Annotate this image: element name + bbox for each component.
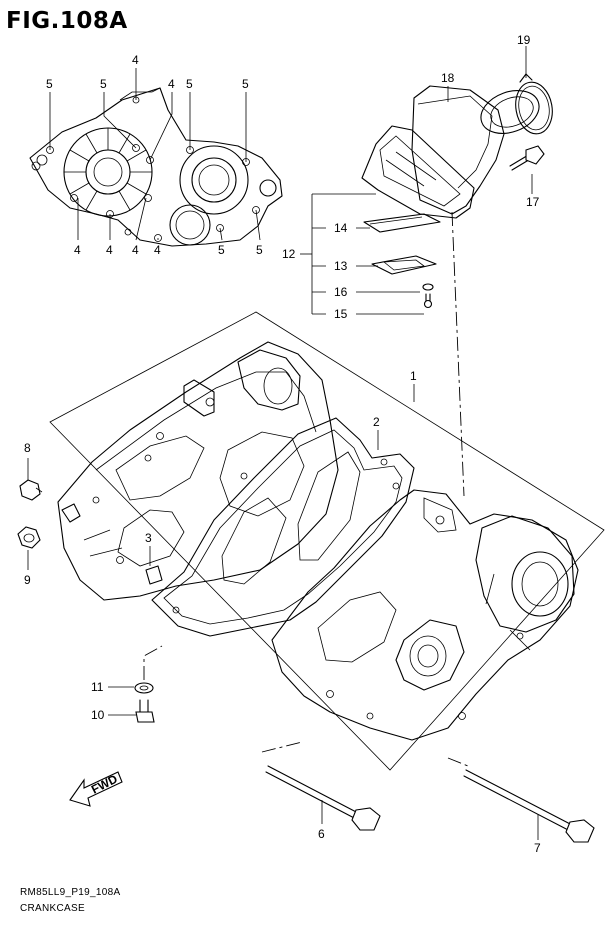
callout-4-bottom-2: 4	[106, 243, 113, 257]
assembly-centerline-intake	[451, 211, 465, 497]
callout-2: 2	[373, 415, 380, 429]
crankcase-right-half	[271, 489, 579, 741]
callout-16: 16	[334, 285, 348, 299]
callout-4-top: 4	[132, 53, 139, 67]
callout-15: 15	[334, 307, 348, 321]
callout-5-bottom-1: 5	[218, 243, 225, 257]
callout-19: 19	[517, 33, 531, 47]
callout-5-bottom-2: 5	[256, 243, 263, 257]
leader-lines-top-left	[49, 68, 261, 241]
nut-and-washer-8-9	[17, 458, 43, 570]
long-bolts-6-7	[261, 741, 595, 843]
figure-title: FIG.108A	[6, 8, 128, 34]
callout-5-top-1: 5	[46, 77, 53, 91]
callout-4-bottom-3: 4	[132, 243, 139, 257]
callout-8: 8	[24, 441, 31, 455]
callout-7: 7	[534, 841, 541, 855]
callout-1: 1	[410, 369, 417, 383]
washer-and-bolt-10-11	[108, 645, 163, 723]
assembly-outline-box	[49, 311, 605, 771]
model-code: RM85LL9_P19_108A	[20, 887, 121, 898]
callout-4-bottom-1: 4	[74, 243, 81, 257]
crankcase-left-half-outline	[29, 87, 283, 247]
callout-4-top-mid: 4	[168, 77, 175, 91]
callout-11: 11	[91, 680, 104, 694]
section-name: CRANKCASE	[20, 903, 85, 914]
callout-17: 17	[526, 195, 540, 209]
callout-4-bottom-4: 4	[154, 243, 161, 257]
callout-5-top-4: 5	[242, 77, 249, 91]
fwd-direction-arrow	[69, 771, 123, 807]
callout-14: 14	[334, 221, 348, 235]
callout-9: 9	[24, 573, 31, 587]
intake-pipe-assembly	[361, 73, 553, 309]
callout-5-top-3: 5	[186, 77, 193, 91]
callout-18: 18	[441, 71, 455, 85]
callout-bracket-12	[300, 46, 533, 315]
callout-5-top-2: 5	[100, 77, 107, 91]
callout-3: 3	[145, 531, 152, 545]
callout-13: 13	[334, 259, 348, 273]
callout-6: 6	[318, 827, 325, 841]
crankcase-left-half	[57, 341, 339, 601]
callout-10: 10	[91, 708, 105, 722]
crankcase-gasket	[151, 417, 415, 637]
callout-12: 12	[282, 247, 296, 261]
